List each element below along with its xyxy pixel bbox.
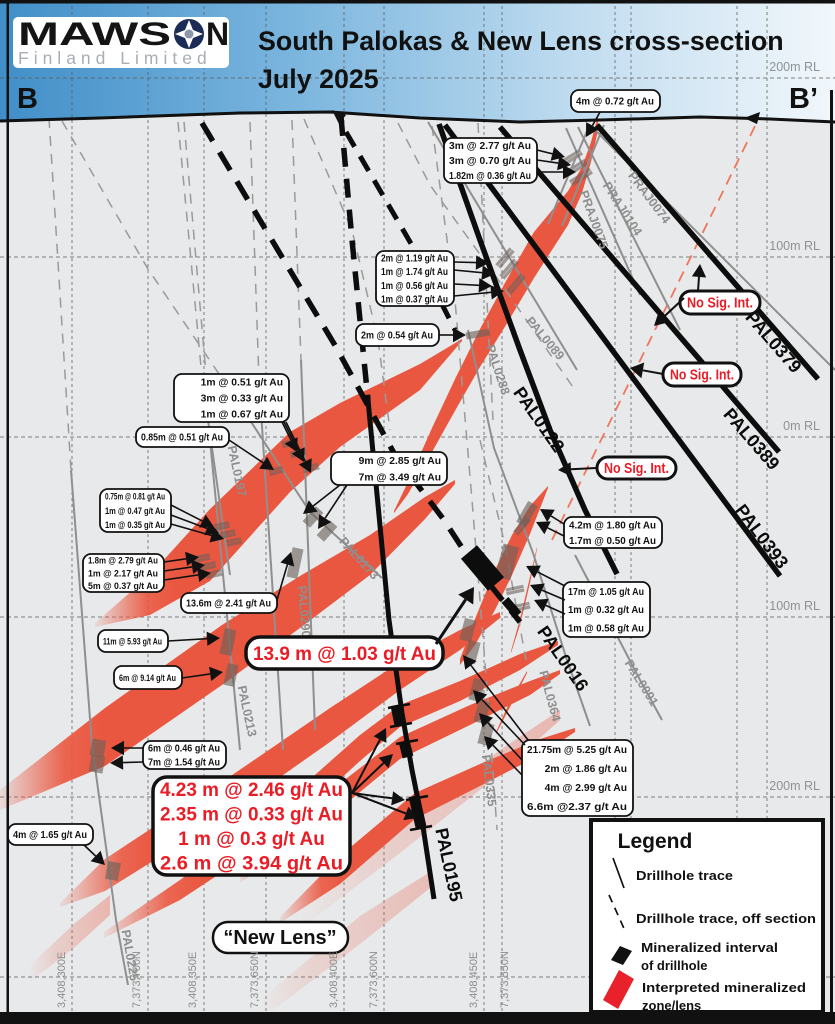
svg-text:4.23 m @ 2.46 g/t Au: 4.23 m @ 2.46 g/t Au bbox=[160, 780, 343, 801]
svg-text:3m @ 0.70 g/t Au: 3m @ 0.70 g/t Au bbox=[449, 156, 531, 167]
svg-text:2m @ 0.54 g/t Au: 2m @ 0.54 g/t Au bbox=[361, 331, 433, 342]
svg-text:1m @ 0.56 g/t Au: 1m @ 0.56 g/t Au bbox=[381, 281, 448, 292]
svg-text:No Sig. Int.: No Sig. Int. bbox=[687, 296, 753, 312]
svg-text:Mineralized interval: Mineralized interval bbox=[641, 940, 778, 955]
svg-text:3,408,400E: 3,408,400E bbox=[328, 952, 340, 1008]
svg-text:MAWS: MAWS bbox=[18, 16, 171, 52]
svg-text:9m @ 2.85 g/t Au: 9m @ 2.85 g/t Au bbox=[359, 456, 441, 467]
svg-text:11m @ 5.93 g/t Au: 11m @ 5.93 g/t Au bbox=[103, 636, 162, 647]
svg-text:1m @ 2.17 g/t Au: 1m @ 2.17 g/t Au bbox=[88, 568, 158, 579]
svg-text:zone/lens: zone/lens bbox=[642, 998, 701, 1013]
svg-text:3m @ 2.77 g/t Au: 3m @ 2.77 g/t Au bbox=[449, 141, 531, 152]
svg-text:of drillhole: of drillhole bbox=[641, 958, 707, 973]
svg-text:1m @ 0.47 g/t Au: 1m @ 0.47 g/t Au bbox=[105, 506, 165, 517]
svg-text:7,373,600N: 7,373,600N bbox=[368, 951, 380, 1008]
svg-text:2.35 m @ 0.33 g/t Au: 2.35 m @ 0.33 g/t Au bbox=[160, 804, 343, 825]
svg-text:7m @ 3.49 g/t Au: 7m @ 3.49 g/t Au bbox=[359, 472, 441, 483]
svg-text:13.6m @ 2.41 g/t Au: 13.6m @ 2.41 g/t Au bbox=[186, 599, 271, 610]
svg-text:7,373,700N: 7,373,700N bbox=[131, 951, 143, 1008]
svg-text:Drillhole trace: Drillhole trace bbox=[636, 868, 733, 883]
svg-text:6m @ 9.14 g/t Au: 6m @ 9.14 g/t Au bbox=[119, 673, 176, 684]
svg-text:3,408,300E: 3,408,300E bbox=[56, 952, 68, 1008]
svg-text:5m @ 0.37 g/t Au: 5m @ 0.37 g/t Au bbox=[88, 581, 158, 592]
svg-text:Finland Limited: Finland Limited bbox=[18, 48, 212, 68]
svg-text:200m RL: 200m RL bbox=[769, 779, 820, 793]
svg-text:Interpreted mineralized: Interpreted mineralized bbox=[642, 980, 806, 995]
svg-text:1m @ 0.32 g/t Au: 1m @ 0.32 g/t Au bbox=[568, 605, 644, 616]
svg-text:B’: B’ bbox=[789, 83, 818, 115]
svg-text:1m @ 0.37 g/t Au: 1m @ 0.37 g/t Au bbox=[381, 295, 448, 306]
svg-text:3m @ 0.33 g/t Au: 3m @ 0.33 g/t Au bbox=[201, 394, 283, 405]
svg-text:13.9 m @ 1.03 g/t Au: 13.9 m @ 1.03 g/t Au bbox=[253, 643, 436, 665]
svg-text:1m @ 0.35 g/t Au: 1m @ 0.35 g/t Au bbox=[105, 520, 165, 531]
svg-text:1 m @ 0.3 g/t Au: 1 m @ 0.3 g/t Au bbox=[178, 829, 325, 850]
svg-text:4.2m @ 1.80 g/t Au: 4.2m @ 1.80 g/t Au bbox=[569, 520, 656, 531]
svg-text:200m RL: 200m RL bbox=[769, 60, 820, 74]
svg-text:7,373,550N: 7,373,550N bbox=[499, 951, 511, 1008]
svg-text:B: B bbox=[17, 83, 38, 115]
svg-text:0.75m @ 0.81 g/t Au: 0.75m @ 0.81 g/t Au bbox=[105, 492, 165, 503]
svg-text:4m @ 0.72 g/t Au: 4m @ 0.72 g/t Au bbox=[576, 97, 654, 108]
svg-text:1.8m @ 2.79 g/t Au: 1.8m @ 2.79 g/t Au bbox=[88, 556, 158, 567]
svg-text:6.6m @2.37 g/t Au: 6.6m @2.37 g/t Au bbox=[527, 802, 627, 813]
svg-text:1.82m @ 0.36 g/t Au: 1.82m @ 0.36 g/t Au bbox=[449, 171, 531, 182]
svg-text:6m @ 0.46 g/t Au: 6m @ 0.46 g/t Au bbox=[148, 744, 220, 755]
svg-text:4m @ 2.99 g/t Au: 4m @ 2.99 g/t Au bbox=[545, 783, 627, 794]
svg-text:0m RL: 0m RL bbox=[783, 419, 820, 433]
svg-text:1m @ 0.51 g/t Au: 1m @ 0.51 g/t Au bbox=[201, 378, 283, 389]
svg-text:100m RL: 100m RL bbox=[769, 239, 820, 253]
svg-text:4m @ 1.65 g/t Au: 4m @ 1.65 g/t Au bbox=[13, 830, 87, 841]
svg-text:PAL0335: PAL0335 bbox=[479, 754, 499, 807]
svg-text:7,373,650N: 7,373,650N bbox=[249, 951, 261, 1008]
svg-text:3,408,350E: 3,408,350E bbox=[187, 952, 199, 1008]
svg-text:“New Lens”: “New Lens” bbox=[223, 927, 336, 949]
svg-text:South Palokas & New Lens cross: South Palokas & New Lens cross-section bbox=[258, 26, 784, 56]
svg-text:17m @ 1.05 g/t Au: 17m @ 1.05 g/t Au bbox=[568, 587, 644, 598]
svg-text:Drillhole trace, off section: Drillhole trace, off section bbox=[636, 911, 816, 926]
svg-text:N: N bbox=[206, 16, 229, 52]
svg-text:2m @ 1.19 g/t Au: 2m @ 1.19 g/t Au bbox=[381, 254, 448, 265]
svg-text:21.75m @ 5.25 g/t Au: 21.75m @ 5.25 g/t Au bbox=[527, 745, 627, 756]
svg-text:1m @ 1.74 g/t Au: 1m @ 1.74 g/t Au bbox=[381, 267, 448, 278]
svg-text:1m @ 0.58 g/t Au: 1m @ 0.58 g/t Au bbox=[568, 623, 644, 634]
svg-text:7m @ 1.54 g/t Au: 7m @ 1.54 g/t Au bbox=[148, 758, 220, 769]
svg-text:PAL0290: PAL0290 bbox=[295, 585, 313, 638]
svg-text:2.6 m @ 3.94 g/t Au: 2.6 m @ 3.94 g/t Au bbox=[160, 853, 343, 874]
svg-text:July 2025: July 2025 bbox=[258, 64, 379, 94]
svg-text:No Sig. Int.: No Sig. Int. bbox=[604, 461, 669, 477]
svg-text:No Sig. Int.: No Sig. Int. bbox=[670, 368, 734, 384]
svg-text:2m @ 1.86 g/t Au: 2m @ 1.86 g/t Au bbox=[545, 764, 627, 775]
svg-text:3,408,450E: 3,408,450E bbox=[468, 952, 480, 1008]
svg-text:Legend: Legend bbox=[618, 830, 693, 853]
svg-text:1m @ 0.67 g/t Au: 1m @ 0.67 g/t Au bbox=[201, 410, 283, 421]
svg-text:100m RL: 100m RL bbox=[769, 599, 820, 613]
svg-text:0.85m @ 0.51 g/t Au: 0.85m @ 0.51 g/t Au bbox=[141, 433, 223, 444]
svg-text:1.7m @ 0.50 g/t Au: 1.7m @ 0.50 g/t Au bbox=[569, 536, 656, 547]
